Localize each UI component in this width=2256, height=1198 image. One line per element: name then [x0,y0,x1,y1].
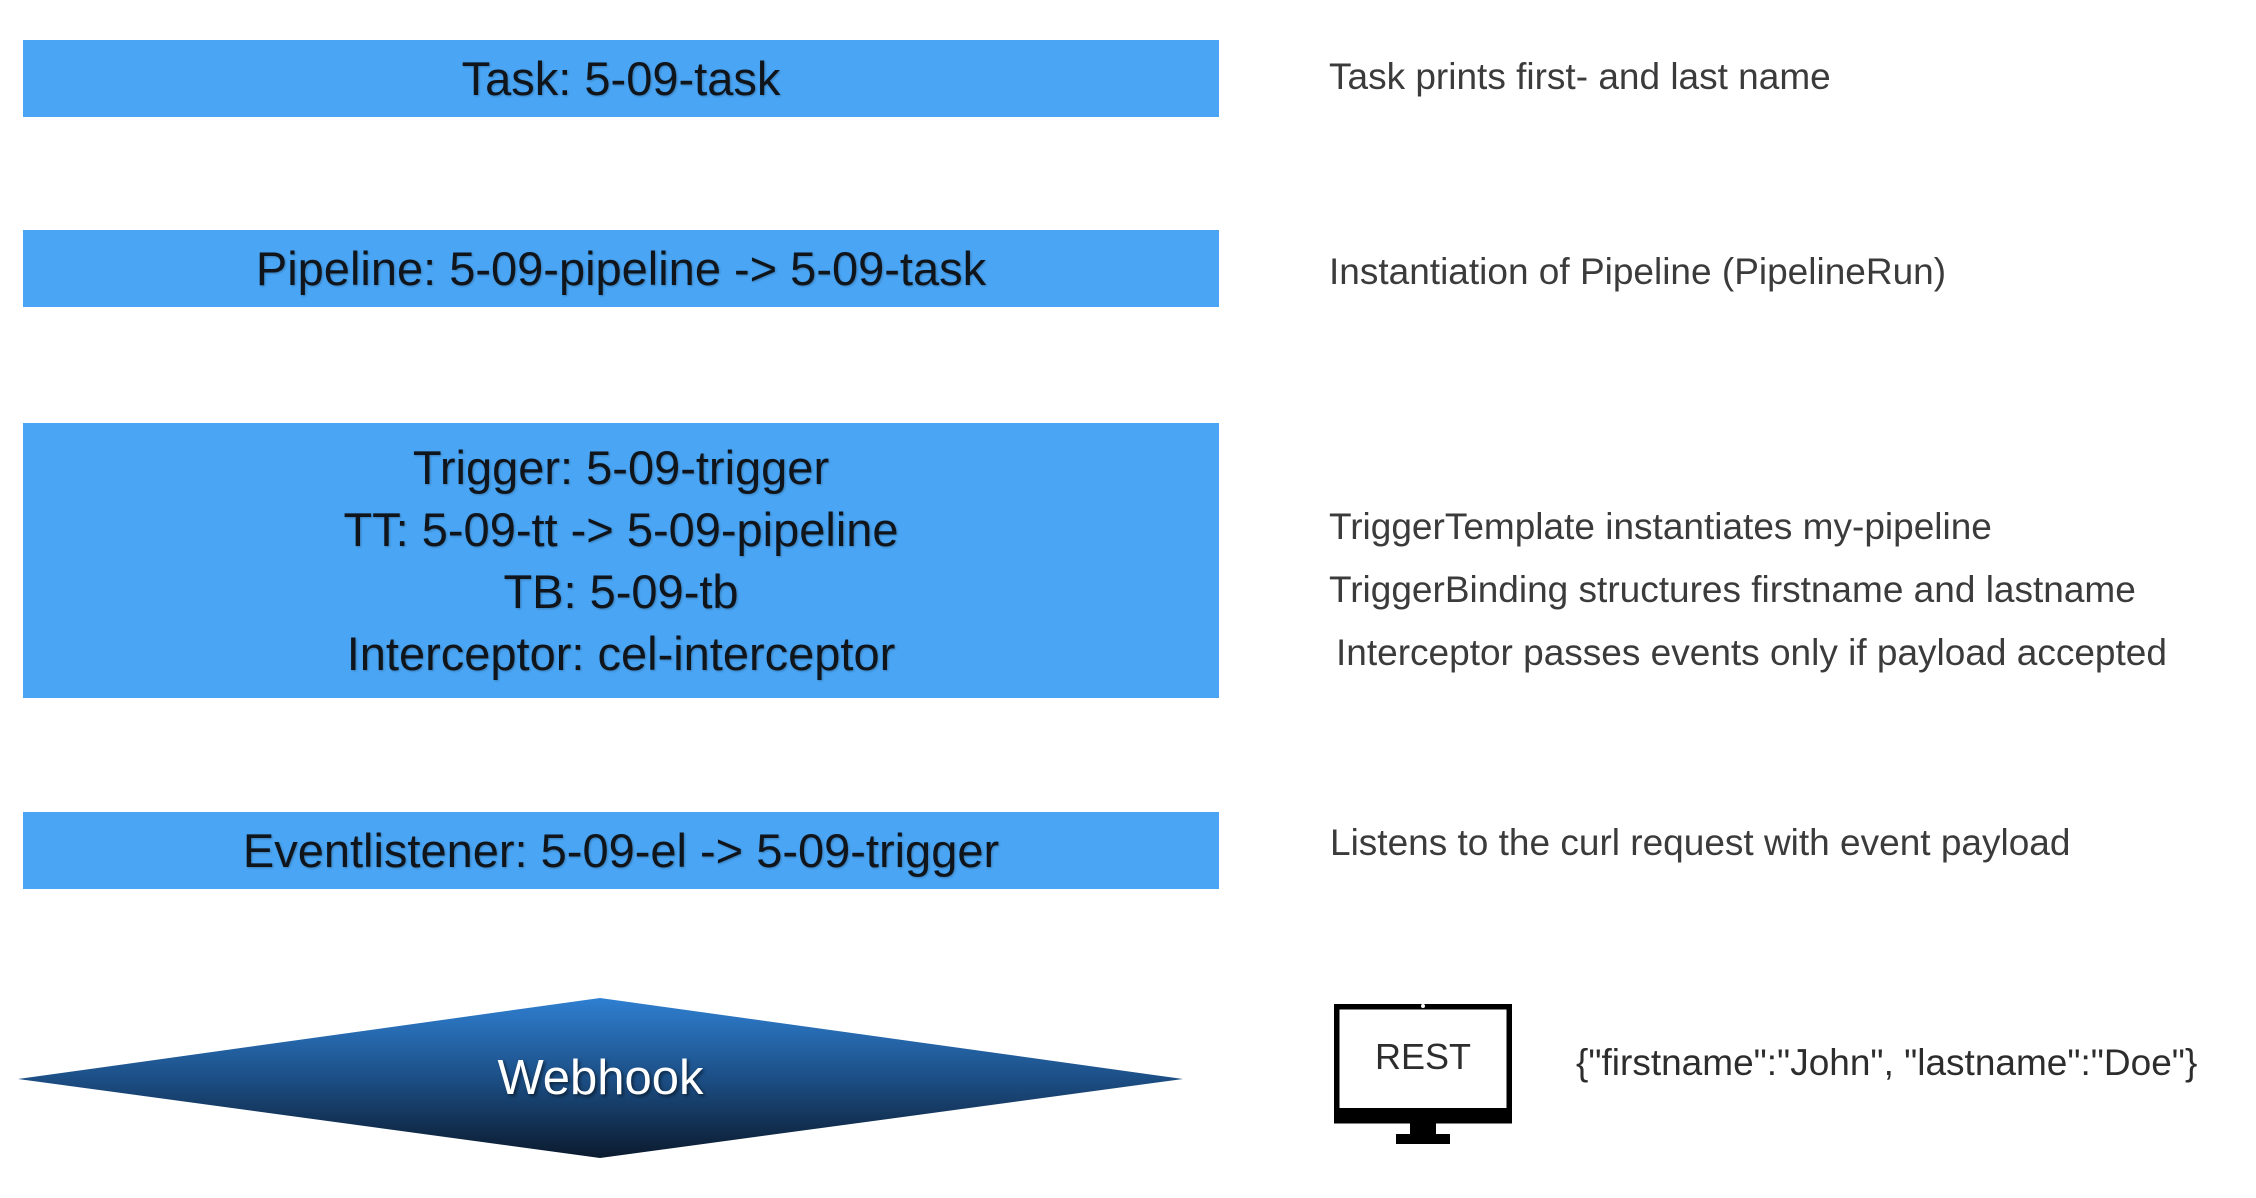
monitor-icon [1334,1004,1512,1144]
trigger-template-description: TriggerTemplate instantiates my-pipeline [1329,506,1992,547]
task-description: Task prints first- and last name [1329,56,1831,97]
pipeline-description: Instantiation of Pipeline (PipelineRun) [1329,251,1947,292]
trigger-template-label: TT: 5-09-tt -> 5-09-pipeline [343,502,899,556]
rest-label: REST [1374,1036,1471,1077]
eventlistener-box: Eventlistener: 5-09-el -> 5-09-trigger [23,812,1219,889]
eventlistener-box-label: Eventlistener: 5-09-el -> 5-09-trigger [242,823,1000,877]
interceptor-label: Interceptor: cel-interceptor [346,626,896,680]
trigger-binding-label: TB: 5-09-tb [503,564,739,618]
pipeline-box: Pipeline: 5-09-pipeline -> 5-09-task [23,230,1219,307]
task-box-label: Task: 5-09-task [461,51,781,105]
task-box: Task: 5-09-task [23,40,1219,117]
trigger-box: Trigger: 5-09-trigger TT: 5-09-tt -> 5-0… [23,423,1219,698]
pipeline-box-label: Pipeline: 5-09-pipeline -> 5-09-task [255,241,987,295]
payload-text: {"firstname":"John", "lastname":"Doe"} [1576,1042,2198,1083]
eventlistener-description: Listens to the curl request with event p… [1330,822,2071,863]
webhook-label: Webhook [497,1051,704,1105]
interceptor-description: Interceptor passes events only if payloa… [1336,632,2167,673]
trigger-label: Trigger: 5-09-trigger [412,440,830,494]
webhook-shape [18,998,1183,1158]
trigger-binding-description: TriggerBinding structures firstname and … [1329,569,2136,610]
